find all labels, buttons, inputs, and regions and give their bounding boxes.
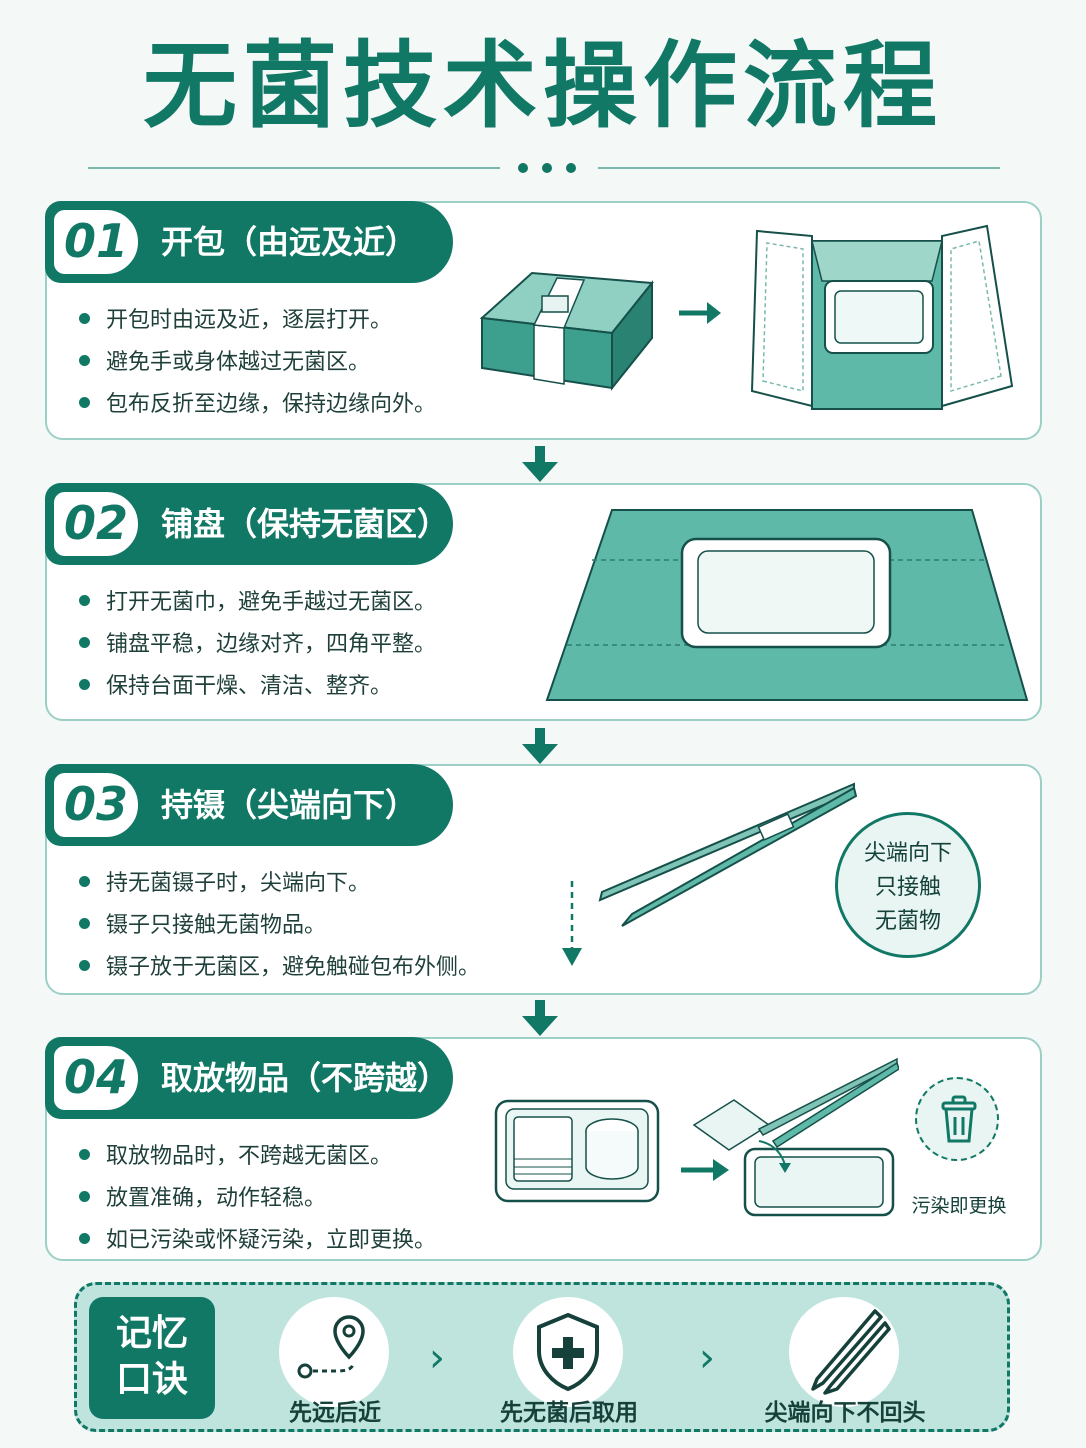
step-bullets: 打开无菌巾，避免手越过无菌区。 铺盘平稳，边缘对齐，四角平整。 保持台面干燥、清… [79, 579, 436, 705]
step-number: 01 [51, 207, 141, 277]
arrow-down-icon [522, 446, 558, 482]
wrapped-package-illustration [479, 271, 654, 391]
title-divider-right [598, 167, 1000, 169]
note-line: 无菌物 [874, 909, 941, 934]
divider-dot [518, 163, 528, 173]
forceps-illustration [598, 782, 858, 927]
tray-with-items-illustration [494, 1099, 660, 1203]
step-card-2: 02 铺盘（保持无菌区） 打开无菌巾，避免手越过无菌区。 铺盘平稳，边缘对齐，四… [45, 483, 1042, 721]
step-badge: 03 持镊（尖端向下） [45, 764, 453, 846]
memory-item-text: 尖端向下不回头 [764, 1400, 926, 1426]
step-number: 03 [51, 770, 141, 840]
step-card-1: 01 开包（由远及近） 开包时由远及近，逐层打开。 避免手或身体越过无菌区。 包… [45, 201, 1042, 440]
bullet-dot [79, 875, 90, 887]
trash-icon [941, 1095, 977, 1143]
bullet-text: 包布反折至边缘，保持边缘向外。 [106, 392, 437, 417]
bullet-text: 如已污染或怀疑污染，立即更换。 [106, 1228, 437, 1253]
forceps-placing-item-illustration [692, 1057, 899, 1217]
shield-plus-icon [537, 1312, 599, 1392]
list-item: 避免手或身体越过无菌区。 [79, 339, 436, 381]
memory-label: 记忆 口诀 [89, 1297, 215, 1419]
bullet-text: 铺盘平稳，边缘对齐，四角平整。 [106, 632, 437, 657]
note-line: 尖端向下 [863, 841, 952, 866]
list-item: 镊子只接触无菌物品。 [79, 902, 480, 944]
list-item: 取放物品时，不跨越无菌区。 [79, 1133, 436, 1175]
arrow-down-icon [522, 1000, 558, 1036]
bullet-text: 放置准确，动作轻稳。 [106, 1186, 327, 1211]
bullet-dot [79, 1232, 90, 1244]
list-item: 打开无菌巾，避免手越过无菌区。 [79, 579, 436, 621]
divider-dot [566, 163, 576, 173]
page-title: 无菌技术操作流程 [142, 32, 943, 141]
memory-mnemonic-box: 记忆 口诀 先远后近 › 先无菌后取用 › [74, 1282, 1010, 1432]
bullet-text: 持无菌镊子时，尖端向下。 [106, 871, 371, 896]
title-divider-left [88, 167, 500, 169]
bullet-text: 镊子只接触无菌物品。 [106, 913, 327, 938]
step-card-4: 04 取放物品（不跨越） 取放物品时，不跨越无菌区。 放置准确，动作轻稳。 如已… [45, 1037, 1042, 1261]
bullet-dot [79, 312, 90, 324]
bullet-text: 保持台面干燥、清洁、整齐。 [106, 674, 393, 699]
arrow-down-icon [522, 728, 558, 764]
list-item: 铺盘平稳，边缘对齐，四角平整。 [79, 621, 436, 663]
memory-icon-circle [279, 1297, 389, 1407]
memory-item-2: 先无菌后取用 [469, 1293, 669, 1429]
bullet-text: 取放物品时，不跨越无菌区。 [106, 1144, 393, 1169]
memory-item-1: 先远后近 [235, 1293, 435, 1429]
sterile-drape-tray-illustration [545, 509, 1029, 701]
memory-item-text: 先无菌后取用 [500, 1400, 638, 1426]
bullet-text: 镊子放于无菌区，避免触碰包布外侧。 [106, 955, 481, 980]
bullet-dot [79, 678, 90, 690]
bullet-dot [79, 917, 90, 929]
tip-down-note-badge: 尖端向下 只接触 无菌物 [835, 812, 981, 958]
chevron-right-icon: › [429, 1335, 445, 1381]
memory-icon-circle [789, 1297, 899, 1407]
bullet-dot [79, 396, 90, 408]
dashed-arrow-down-icon [562, 881, 582, 966]
arrow-right-icon [681, 1159, 729, 1181]
memory-item-text: 先远后近 [289, 1400, 381, 1426]
list-item: 持无菌镊子时，尖端向下。 [79, 860, 480, 902]
list-item: 镊子放于无菌区，避免触碰包布外侧。 [79, 944, 480, 986]
note-line: 只接触 [874, 875, 941, 900]
step-bullets: 持无菌镊子时，尖端向下。 镊子只接触无菌物品。 镊子放于无菌区，避免触碰包布外侧… [79, 860, 480, 986]
step-title: 开包（由远及近） [161, 223, 418, 261]
step-number: 02 [51, 489, 141, 559]
bullet-dot [79, 594, 90, 606]
list-item: 如已污染或怀疑污染，立即更换。 [79, 1217, 436, 1259]
step-card-3: 03 持镊（尖端向下） 持无菌镊子时，尖端向下。 镊子只接触无菌物品。 镊子放于… [45, 764, 1042, 995]
step-title: 持镊（尖端向下） [161, 786, 418, 824]
bullet-text: 避免手或身体越过无菌区。 [106, 350, 371, 375]
step-number: 04 [51, 1043, 141, 1113]
step-badge: 01 开包（由远及近） [45, 201, 453, 283]
step-badge: 04 取放物品（不跨越） [45, 1037, 453, 1119]
chevron-right-icon: › [699, 1335, 715, 1381]
arrow-right-icon [679, 302, 721, 324]
list-item: 开包时由远及近，逐层打开。 [79, 297, 436, 339]
list-item: 放置准确，动作轻稳。 [79, 1175, 436, 1217]
memory-icon-circle [513, 1297, 623, 1407]
forceps-icon [811, 1309, 891, 1395]
bullet-dot [79, 959, 90, 971]
contamination-note: 污染即更换 [911, 1195, 1007, 1217]
map-pin-route-icon [297, 1315, 365, 1379]
bullet-dot [79, 636, 90, 648]
list-item: 保持台面干燥、清洁、整齐。 [79, 663, 436, 705]
bullet-text: 开包时由远及近，逐层打开。 [106, 308, 393, 333]
memory-label-line: 记忆 [115, 1313, 188, 1354]
list-item: 包布反折至边缘，保持边缘向外。 [79, 381, 436, 423]
step-bullets: 取放物品时，不跨越无菌区。 放置准确，动作轻稳。 如已污染或怀疑污染，立即更换。 [79, 1133, 436, 1259]
bullet-dot [79, 354, 90, 366]
divider-dot [542, 163, 552, 173]
trash-icon-badge [915, 1077, 999, 1161]
step-title: 取放物品（不跨越） [161, 1059, 450, 1097]
memory-item-3: 尖端向下不回头 [745, 1293, 945, 1429]
step-bullets: 开包时由远及近，逐层打开。 避免手或身体越过无菌区。 包布反折至边缘，保持边缘向… [79, 297, 436, 423]
bullet-dot [79, 1148, 90, 1160]
step-badge: 02 铺盘（保持无菌区） [45, 483, 453, 565]
step-title: 铺盘（保持无菌区） [161, 505, 450, 543]
bullet-text: 打开无菌巾，避免手越过无菌区。 [106, 590, 437, 615]
memory-label-line: 口诀 [115, 1359, 188, 1400]
opened-package-illustration [750, 224, 1014, 410]
bullet-dot [79, 1190, 90, 1202]
